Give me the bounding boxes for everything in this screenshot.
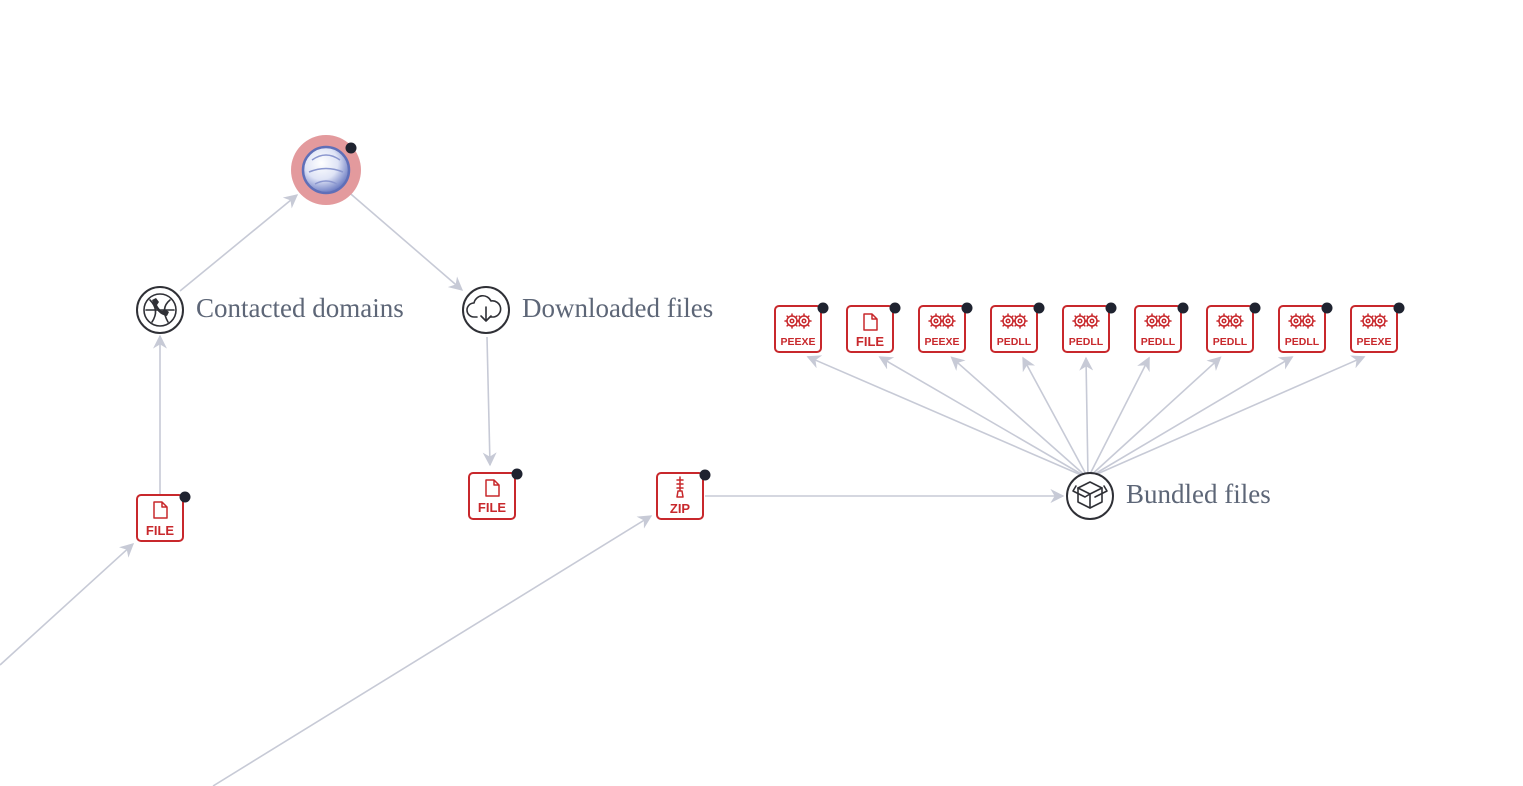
gears-icon bbox=[1000, 313, 1028, 329]
node-status-dot bbox=[345, 142, 357, 154]
globe-phone-icon bbox=[143, 293, 177, 327]
document-icon bbox=[863, 313, 878, 331]
bundled-file-node-label: PEDLL bbox=[1213, 336, 1248, 348]
bundled-file-node-6[interactable]: PEDLL bbox=[1134, 302, 1189, 353]
gears-icon bbox=[928, 313, 956, 329]
zip-node-label: ZIP bbox=[670, 501, 691, 516]
edge-offscreen-to-zip bbox=[212, 515, 653, 786]
bundled-file-node-label: PEDLL bbox=[1141, 336, 1176, 348]
zip-node[interactable]: ZIP bbox=[656, 469, 711, 520]
bundled-file-node-label: PEEXE bbox=[780, 336, 815, 348]
edge-offscreen-to-file-left bbox=[0, 543, 135, 666]
zipper-icon bbox=[676, 476, 684, 498]
gears-icon bbox=[1144, 313, 1172, 329]
downloaded-files-group[interactable]: Downloaded files bbox=[462, 286, 713, 334]
gears-icon bbox=[1072, 313, 1100, 329]
edge-bundled-to-node-6 bbox=[1087, 356, 1150, 479]
bundled-file-node-label: PEDLL bbox=[997, 336, 1032, 348]
bundled-file-node-8[interactable]: PEDLL bbox=[1278, 302, 1333, 353]
bundled-file-node-4[interactable]: PEDLL bbox=[990, 302, 1045, 353]
bundled-file-node-label: PEEXE bbox=[924, 336, 959, 348]
gears-icon bbox=[1360, 313, 1388, 329]
edge-bundled-to-node-7 bbox=[1087, 356, 1222, 479]
node-status-dot bbox=[179, 491, 191, 503]
bundled-file-node-label: FILE bbox=[856, 334, 884, 349]
edge-downloaded-files-to-file bbox=[482, 336, 497, 467]
edge-bundled-to-node-8 bbox=[1087, 356, 1294, 479]
bundled-files-group[interactable]: Bundled files bbox=[1066, 472, 1271, 520]
node-status-dot bbox=[1177, 302, 1189, 314]
bundled-file-nodes: PEEXE FILE PEEXE PEDLL PEDLL PEDLL PEDLL PEDLL P… bbox=[774, 302, 1405, 353]
node-status-dot bbox=[961, 302, 973, 314]
cloud-download-icon bbox=[466, 295, 502, 322]
bundled-file-node-1[interactable]: PEEXE bbox=[774, 302, 829, 353]
node-status-dot bbox=[1033, 302, 1045, 314]
bundled-file-node-9[interactable]: PEEXE bbox=[1350, 302, 1405, 353]
contacted-domains-label: Contacted domains bbox=[196, 293, 404, 323]
url-node[interactable] bbox=[291, 135, 361, 205]
node-status-dot bbox=[699, 469, 711, 481]
node-status-dot bbox=[1105, 302, 1117, 314]
node-status-dot bbox=[1393, 302, 1405, 314]
node-status-dot bbox=[817, 302, 829, 314]
gears-icon bbox=[1216, 313, 1244, 329]
bundled-file-node-3[interactable]: PEEXE bbox=[918, 302, 973, 353]
document-icon bbox=[153, 501, 168, 519]
edge-bundled-to-node-1 bbox=[806, 355, 1089, 479]
bundled-fan-edges bbox=[806, 355, 1366, 479]
edge-url-to-downloaded-files bbox=[344, 188, 464, 291]
node-status-dot bbox=[1249, 302, 1261, 314]
file-node[interactable]: FILE bbox=[136, 491, 191, 542]
bundled-file-node-7[interactable]: PEDLL bbox=[1206, 302, 1261, 353]
gears-icon bbox=[784, 313, 812, 329]
node-status-dot bbox=[1321, 302, 1333, 314]
globe-icon bbox=[301, 145, 351, 195]
edge-contacted-domains-to-url bbox=[179, 194, 299, 292]
file-node-label: FILE bbox=[146, 523, 174, 538]
bundled-file-node-5[interactable]: PEDLL bbox=[1062, 302, 1117, 353]
bundled-files-label: Bundled files bbox=[1126, 479, 1271, 509]
node-status-dot bbox=[889, 302, 901, 314]
bundled-file-node-label: PEDLL bbox=[1069, 336, 1104, 348]
bundled-file-node-label: PEDLL bbox=[1285, 336, 1320, 348]
downloaded-file-node[interactable]: FILE bbox=[468, 468, 523, 520]
edge-bundled-to-node-4 bbox=[1022, 356, 1089, 479]
edges bbox=[0, 188, 1366, 786]
downloaded-files-label: Downloaded files bbox=[522, 293, 713, 323]
downloaded-file-node-label: FILE bbox=[478, 500, 506, 515]
edge-bundled-to-node-2 bbox=[878, 356, 1089, 479]
bundled-file-node-2[interactable]: FILE bbox=[846, 302, 901, 353]
edge-bundled-to-node-3 bbox=[950, 356, 1089, 479]
node-status-dot bbox=[511, 468, 523, 480]
gears-icon bbox=[1288, 313, 1316, 329]
edge-bundled-to-node-5 bbox=[1079, 356, 1094, 479]
contacted-domains-group[interactable]: Contacted domains bbox=[136, 286, 404, 334]
document-icon bbox=[485, 479, 500, 497]
bundled-file-node-label: PEEXE bbox=[1356, 336, 1391, 348]
package-icon bbox=[1072, 481, 1108, 509]
edge-bundled-to-node-9 bbox=[1087, 355, 1366, 479]
